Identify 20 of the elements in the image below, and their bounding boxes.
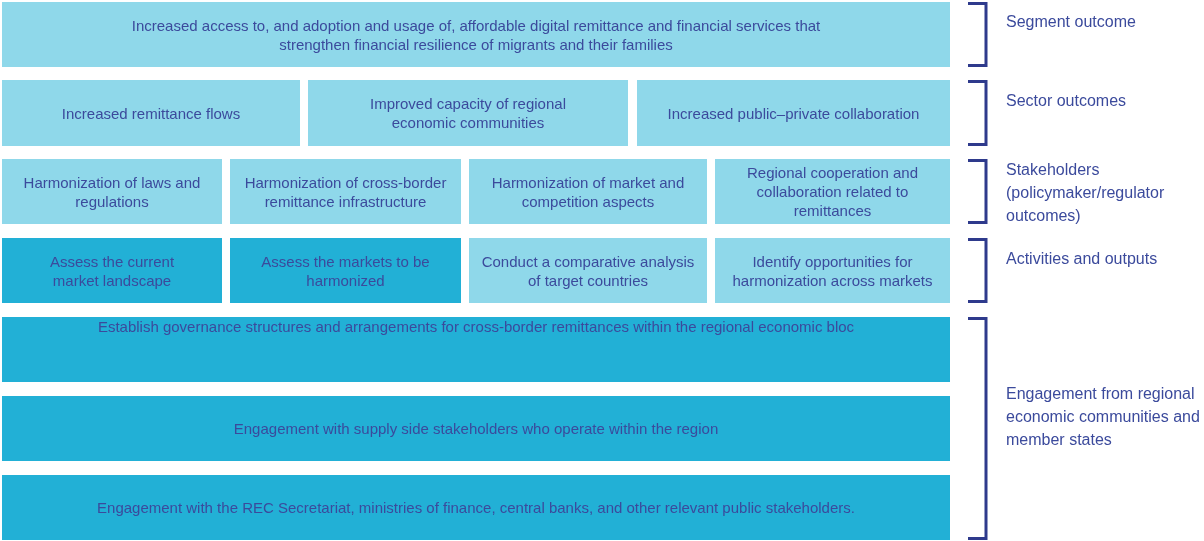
outcome-box: Assess the current market landscape xyxy=(2,238,222,303)
outcome-box: Harmonization of laws and regulations xyxy=(2,159,222,224)
level-label: Segment outcome xyxy=(1006,12,1137,32)
outcome-box: Engagement with the REC Secretariat, ministries of finance, central banks, and other relevant public stakeholders. xyxy=(2,475,950,540)
level-label: Sector outcomes xyxy=(1006,91,1128,111)
level-label: Engagement from regional economic communities and member states xyxy=(1006,384,1201,450)
outcome-box: Increased remittance flows xyxy=(2,80,300,146)
level-label: Activities and outputs xyxy=(1006,249,1159,269)
outcome-box: Regional cooperation and collaboration related to remittances xyxy=(715,159,950,224)
outcome-box: Improved capacity of regional economic communities xyxy=(308,80,628,146)
outcome-box: Identify opportunities for harmonization across markets xyxy=(715,238,950,303)
outcome-box: Conduct a comparative analysis of target countries xyxy=(469,238,707,303)
outcome-box: Harmonization of market and competition aspects xyxy=(469,159,707,224)
level-label: Stakeholders (policymaker/regulator outcomes) xyxy=(1006,160,1166,226)
outcome-box: Increased public–private collaboration xyxy=(637,80,950,146)
outcome-box: Increased access to, and adoption and usage of, affordable digital remittance and financial services that strengthen financial resilience of migrants and their families xyxy=(2,2,950,67)
outcome-box: Assess the markets to be harmonized xyxy=(230,238,461,303)
outcome-box: Engagement with supply side stakeholders who operate within the region xyxy=(2,396,950,461)
outcome-box: Establish governance structures and arrangements for cross-border remittances within the regional economic bloc xyxy=(2,317,950,382)
outcome-box: Harmonization of cross-border remittance infrastructure xyxy=(230,159,461,224)
